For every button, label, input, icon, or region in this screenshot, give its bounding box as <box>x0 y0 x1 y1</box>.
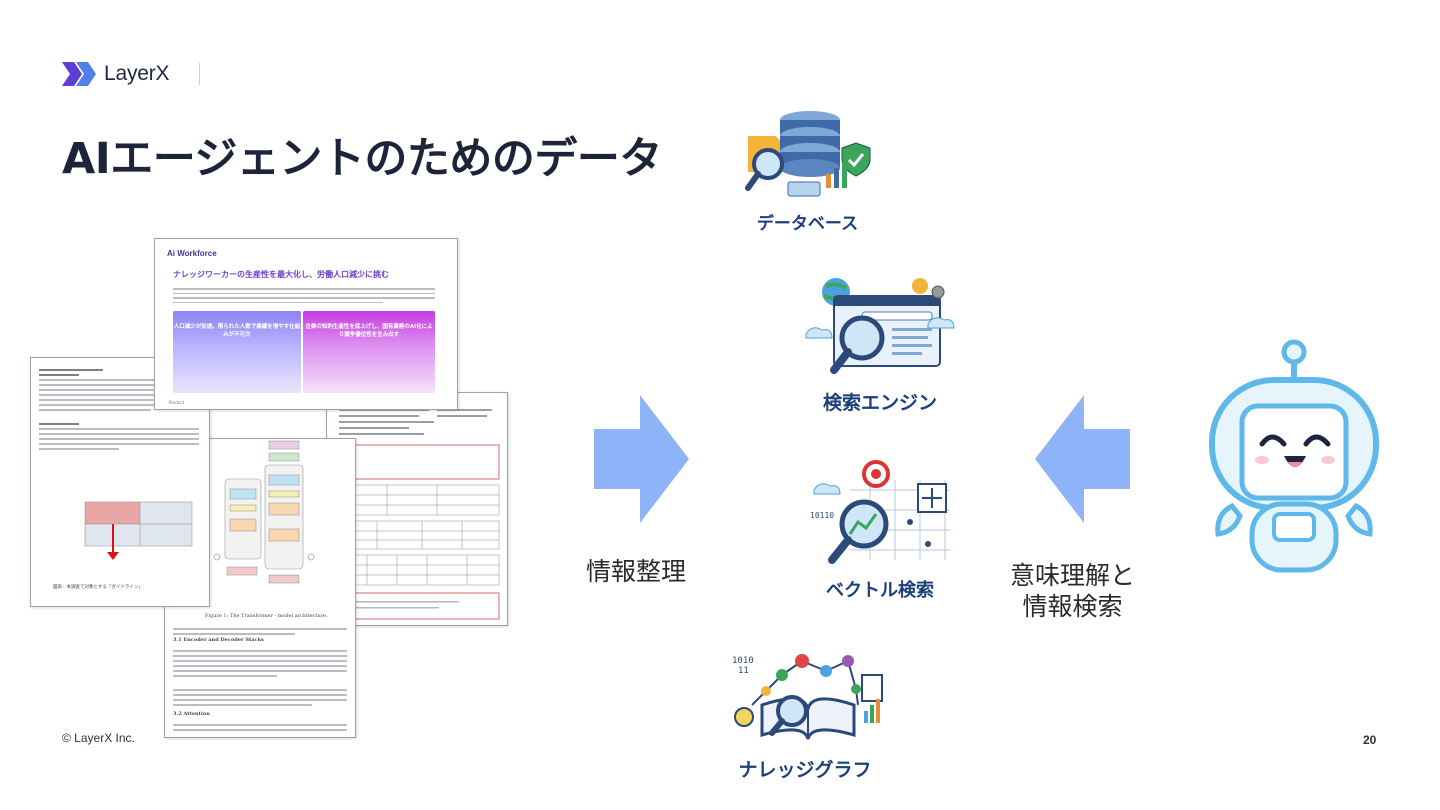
database-tool: データベース <box>740 100 875 233</box>
page-number: 20 <box>1363 733 1377 747</box>
knowledge-graph-icon: 1010 11 <box>732 654 883 740</box>
svg-text:1010: 1010 <box>732 656 754 666</box>
label-understanding-retrieval: 意味理解と 情報検索 <box>1010 561 1136 621</box>
search-engine-label: 検索エンジン <box>822 393 937 414</box>
knowledge-graph-tool: 1010 11 ナレッジグラフ <box>722 645 888 785</box>
ai-workforce-panel-left: 人口減少が加速。限られた人数で業績を増やす仕組みが不可欠 <box>173 311 301 393</box>
footer-copyright: © LayerX Inc. <box>62 731 135 745</box>
database-icon <box>745 111 871 197</box>
svg-text:10110: 10110 <box>810 511 834 520</box>
search-engine-tool: 検索エンジン <box>800 272 960 414</box>
header-divider <box>199 63 201 85</box>
arrow-right-icon <box>594 395 689 523</box>
transformer-figure-caption: Figure 1: The Transformer - model archit… <box>205 613 328 619</box>
transformer-body-text-1 <box>173 625 347 638</box>
ai-workforce-body-text <box>173 285 435 306</box>
vector-search-icon: 10110 <box>810 460 950 564</box>
brand-name: LayerX <box>104 62 170 85</box>
ai-workforce-brand: Ai Workforce <box>167 249 217 258</box>
database-label: データベース <box>756 214 859 233</box>
transformer-architecture-graphic <box>213 440 315 584</box>
search-engine-icon <box>805 278 955 374</box>
ai-workforce-footer: Product <box>169 400 185 405</box>
transformer-body-text-2 <box>173 647 347 709</box>
jp-doc-body-text <box>39 366 199 453</box>
ai-workforce-panel-right: 企業の知的生産性を底上げし、国有業務のAI化により競争優位性を生み出す <box>303 311 435 393</box>
vector-search-label: ベクトル検索 <box>826 580 934 600</box>
brand-header: LayerX <box>62 60 201 88</box>
layerx-logo-icon <box>62 62 96 86</box>
jp-doc-table-graphic <box>84 501 193 560</box>
knowledge-graph-label: ナレッジグラフ <box>738 760 872 781</box>
svg-text:11: 11 <box>738 666 749 676</box>
vector-search-tool: 10110 ベクトル検索 <box>800 460 960 600</box>
transformer-body-text-3 <box>173 721 347 734</box>
arrow-left-icon <box>1035 395 1130 523</box>
label-information-organization: 情報整理 <box>586 557 687 586</box>
robot-agent-icon <box>1209 339 1379 573</box>
ai-workforce-headline: ナレッジワーカーの生産性を最大化し、労働人口減少に挑む <box>173 270 389 279</box>
page-title: AIエージェントのためのデータ <box>62 134 662 184</box>
jp-doc-caption: 図表：本調査で対象とする「ガイドライン」 <box>53 585 143 590</box>
document-form-thumbnail <box>326 392 508 626</box>
transformer-section-heading-2: 3.2 Attention <box>173 711 210 717</box>
document-ai-workforce-thumbnail: Ai Workforce ナレッジワーカーの生産性を最大化し、労働人口減少に挑む… <box>154 238 458 410</box>
transformer-section-heading-1: 3.1 Encoder and Decoder Stacks <box>173 637 264 643</box>
